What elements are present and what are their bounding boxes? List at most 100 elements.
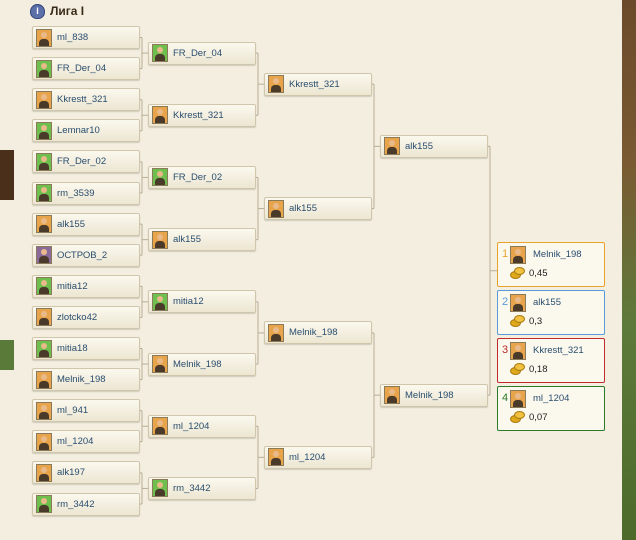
player-name[interactable]: FR_Der_02 bbox=[173, 171, 223, 183]
bracket-player-round2[interactable]: Kkrestt_321 bbox=[148, 103, 256, 127]
player-avatar bbox=[384, 137, 400, 156]
player-avatar bbox=[36, 90, 52, 109]
player-avatar bbox=[510, 390, 526, 408]
player-name[interactable]: Kkrestt_321 bbox=[533, 345, 584, 356]
player-avatar bbox=[384, 386, 400, 405]
coins-icon bbox=[510, 267, 525, 280]
player-avatar bbox=[152, 106, 168, 125]
bracket-player-round1[interactable]: mitia18 bbox=[32, 337, 140, 360]
bracket-player-round3[interactable]: Kkrestt_321 bbox=[264, 72, 372, 96]
bracket-player-round3[interactable]: ml_1204 bbox=[264, 445, 372, 469]
player-name[interactable]: Melnik_198 bbox=[173, 358, 222, 370]
bracket-player-round1[interactable]: ml_941 bbox=[32, 399, 140, 423]
player-name[interactable]: Kkrestt_321 bbox=[173, 109, 224, 121]
player-name[interactable]: Melnik_198 bbox=[57, 374, 106, 386]
bracket-player-round1[interactable]: FR_Der_04 bbox=[32, 57, 140, 81]
player-name[interactable]: mitia12 bbox=[173, 296, 204, 308]
player-avatar bbox=[36, 121, 52, 140]
bracket-player-round1[interactable]: rm_3539 bbox=[32, 181, 140, 205]
player-name[interactable]: mitia18 bbox=[57, 343, 88, 354]
bracket-player-round3[interactable]: alk155 bbox=[264, 197, 372, 221]
player-name[interactable]: rm_3442 bbox=[173, 482, 211, 494]
player-name[interactable]: ml_941 bbox=[57, 405, 89, 417]
player-avatar bbox=[36, 215, 52, 234]
player-name[interactable]: FR_Der_04 bbox=[57, 63, 107, 75]
player-name[interactable]: ml_1204 bbox=[533, 393, 570, 404]
player-name[interactable]: ml_1204 bbox=[289, 451, 326, 463]
bracket-player-round2[interactable]: Melnik_198 bbox=[148, 352, 256, 376]
player-name[interactable]: Melnik_198 bbox=[533, 249, 582, 260]
player-avatar bbox=[36, 59, 52, 78]
player-name[interactable]: mitia12 bbox=[57, 280, 88, 292]
player-name[interactable]: zlotcko42 bbox=[57, 311, 98, 323]
bracket-player-round2[interactable]: rm_3442 bbox=[148, 476, 256, 500]
bracket-player-round1[interactable]: zlotcko42 bbox=[32, 305, 140, 329]
bracket-player-round2[interactable]: mitia12 bbox=[148, 290, 256, 314]
player-name[interactable]: ОСТРОВ_2 bbox=[57, 249, 108, 261]
bracket-player-round1[interactable]: ОСТРОВ_2 bbox=[32, 243, 140, 267]
player-name[interactable]: ml_1204 bbox=[173, 420, 210, 432]
player-name[interactable]: alk155 bbox=[289, 203, 317, 215]
prize-amount: 0,3 bbox=[529, 316, 543, 327]
player-name[interactable]: rm_3539 bbox=[57, 187, 95, 199]
player-avatar bbox=[152, 44, 168, 63]
bracket-player-round2[interactable]: ml_1204 bbox=[148, 414, 256, 438]
player-name[interactable]: Melnik_198 bbox=[405, 389, 454, 401]
result-place-2[interactable]: 2 alk155 0,3 bbox=[497, 290, 605, 335]
player-name[interactable]: Kkrestt_321 bbox=[289, 78, 340, 90]
prize-amount: 0,45 bbox=[529, 268, 548, 279]
player-name[interactable]: alk155 bbox=[57, 218, 85, 230]
player-name[interactable]: ml_838 bbox=[57, 32, 89, 43]
player-name[interactable]: FR_Der_02 bbox=[57, 156, 107, 168]
player-avatar bbox=[152, 355, 168, 374]
bracket-player-round4[interactable]: Melnik_198 bbox=[380, 383, 488, 407]
player-avatar bbox=[36, 308, 52, 327]
bracket-player-round1[interactable]: Lemnar10 bbox=[32, 119, 140, 143]
player-avatar bbox=[152, 292, 168, 311]
bracket-player-round3[interactable]: Melnik_198 bbox=[264, 321, 372, 345]
player-name[interactable]: alk155 bbox=[533, 297, 561, 308]
player-name[interactable]: FR_Der_04 bbox=[173, 47, 223, 59]
bracket-player-round4[interactable]: alk155 bbox=[380, 134, 488, 158]
player-avatar bbox=[36, 339, 52, 358]
player-avatar bbox=[152, 417, 168, 436]
player-name[interactable]: ml_1204 bbox=[57, 436, 94, 448]
bracket-player-round1[interactable]: ml_1204 bbox=[32, 430, 140, 454]
player-avatar bbox=[152, 479, 168, 498]
bracket-player-round2[interactable]: FR_Der_02 bbox=[148, 165, 256, 189]
player-name[interactable]: rm_3442 bbox=[57, 498, 95, 510]
background-edge-right bbox=[622, 0, 636, 540]
player-avatar bbox=[36, 277, 52, 296]
player-name[interactable]: Lemnar10 bbox=[57, 125, 100, 137]
bracket-player-round2[interactable]: alk155 bbox=[148, 228, 256, 252]
bracket-player-round1[interactable]: rm_3442 bbox=[32, 492, 140, 516]
player-name[interactable]: Kkrestt_321 bbox=[57, 94, 108, 106]
player-avatar bbox=[36, 401, 52, 420]
bracket-player-round1[interactable]: ml_838 bbox=[32, 26, 140, 49]
place-number: 3 bbox=[502, 344, 509, 356]
player-avatar bbox=[36, 432, 52, 451]
player-name[interactable]: alk155 bbox=[405, 140, 433, 152]
bracket-player-round1[interactable]: alk197 bbox=[32, 461, 140, 485]
player-name[interactable]: alk197 bbox=[57, 467, 85, 479]
bracket-player-round1[interactable]: Kkrestt_321 bbox=[32, 88, 140, 112]
bracket-player-round1[interactable]: mitia12 bbox=[32, 274, 140, 298]
place-number: 4 bbox=[502, 392, 509, 404]
bracket-player-round1[interactable]: alk155 bbox=[32, 212, 140, 236]
player-avatar bbox=[152, 168, 168, 187]
player-name[interactable]: Melnik_198 bbox=[289, 327, 338, 339]
place-number: 2 bbox=[502, 296, 509, 308]
league-title: Лига I bbox=[50, 4, 85, 18]
bracket-player-round1[interactable]: Melnik_198 bbox=[32, 368, 140, 392]
player-avatar bbox=[268, 448, 284, 467]
player-avatar bbox=[152, 230, 168, 249]
bracket-player-round1[interactable]: FR_Der_02 bbox=[32, 150, 140, 174]
bracket-player-round2[interactable]: FR_Der_04 bbox=[148, 41, 256, 65]
league-header: I Лига I bbox=[30, 3, 84, 19]
coins-icon bbox=[510, 363, 525, 376]
player-name[interactable]: alk155 bbox=[173, 234, 201, 246]
player-avatar bbox=[36, 495, 52, 513]
